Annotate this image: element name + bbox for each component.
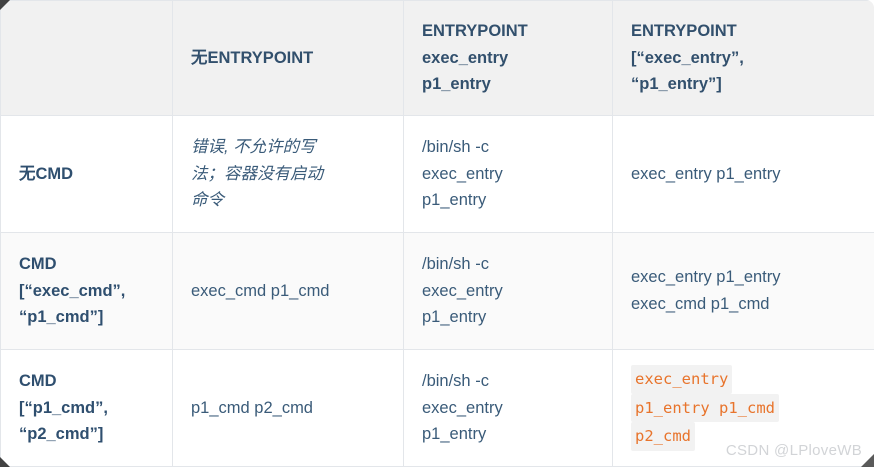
cell-line: /bin/sh -c bbox=[422, 371, 489, 390]
cell-line: p1_entry bbox=[422, 308, 487, 327]
cell-text: /bin/sh -c exec_entry p1_entry bbox=[422, 134, 594, 215]
cell-text: 错误, 不允许的写 法；容器没有启动 命令 bbox=[191, 134, 385, 215]
row-header-line: CMD bbox=[19, 371, 57, 390]
row-header-exec-cmd: CMD [“exec_cmd”, “p1_cmd”] bbox=[0, 232, 173, 350]
code-line-wrap: exec_entry bbox=[631, 365, 856, 394]
cell-line: exec_entry bbox=[422, 281, 503, 300]
header-row: 无ENTRYPOINT ENTRYPOINT exec_entry p1_ent… bbox=[0, 0, 874, 116]
table-row: 无CMD 错误, 不允许的写 法；容器没有启动 命令 /bin/sh -c ex… bbox=[0, 115, 874, 233]
cell-text: /bin/sh -c exec_entry p1_entry bbox=[422, 368, 594, 449]
code-line: p1_entry p1_cmd bbox=[631, 393, 779, 423]
cell-exec-cmd-shell-entrypoint: /bin/sh -c exec_entry p1_entry bbox=[403, 232, 613, 350]
cell-line: /bin/sh -c bbox=[422, 137, 489, 156]
cell-line: exec_cmd p1_cmd bbox=[191, 281, 330, 300]
cell-line: exec_cmd p1_cmd bbox=[631, 295, 770, 313]
header-line: exec_entry bbox=[422, 48, 509, 67]
cell-text: /bin/sh -c exec_entry p1_entry bbox=[422, 251, 594, 332]
cell-no-cmd-exec-entrypoint: exec_entry p1_entry bbox=[612, 115, 874, 233]
header-cell-no-entrypoint: 无ENTRYPOINT bbox=[172, 0, 404, 116]
code-line-wrap: p1_entry p1_cmd bbox=[631, 393, 856, 423]
cell-line: 法；容器没有启动 bbox=[191, 164, 323, 183]
cell-exec-cmd-no-entrypoint: exec_cmd p1_cmd bbox=[172, 232, 404, 350]
row-header-line: “p1_cmd”] bbox=[19, 308, 104, 327]
cell-line: 错误, 不允许的写 bbox=[191, 137, 316, 156]
cell-text: p1_cmd p2_cmd bbox=[191, 395, 385, 422]
header-cell-corner bbox=[0, 0, 173, 116]
cell-line: exec_entry p1_entry bbox=[631, 164, 781, 183]
cell-line: exec_entry bbox=[422, 398, 503, 417]
header-line: p1_entry bbox=[422, 75, 491, 94]
table-header: 无ENTRYPOINT ENTRYPOINT exec_entry p1_ent… bbox=[0, 0, 874, 116]
cell-line: p1_cmd p2_cmd bbox=[191, 398, 313, 417]
header-line: 无ENTRYPOINT bbox=[191, 48, 314, 67]
row-header-line: [“exec_cmd”, bbox=[19, 281, 126, 300]
page-corner-top-left bbox=[0, 0, 10, 10]
header-line: ENTRYPOINT bbox=[422, 21, 528, 40]
cell-p1-cmd-shell-entrypoint: /bin/sh -c exec_entry p1_entry bbox=[403, 349, 613, 467]
row-header-p1-cmd: CMD [“p1_cmd”, “p2_cmd”] bbox=[0, 349, 173, 467]
header-label-shell-entrypoint: ENTRYPOINT exec_entry p1_entry bbox=[422, 18, 594, 98]
cell-exec-cmd-exec-entrypoint: exec_entry p1_entry exec_cmd p1_cmd bbox=[612, 232, 874, 350]
row-header-line: CMD bbox=[19, 254, 57, 273]
cell-line: p1_entry bbox=[422, 425, 487, 444]
header-cell-shell-entrypoint: ENTRYPOINT exec_entry p1_entry bbox=[403, 0, 613, 116]
page-corner-bottom-left bbox=[0, 457, 10, 467]
row-header-line: [“p1_cmd”, bbox=[19, 398, 108, 417]
row-header-line: 无CMD bbox=[19, 164, 74, 183]
row-header-line: “p2_cmd”] bbox=[19, 425, 104, 444]
cell-p1-cmd-no-entrypoint: p1_cmd p2_cmd bbox=[172, 349, 404, 467]
page-corner-fold-bottom-right bbox=[861, 454, 874, 467]
header-line: ENTRYPOINT bbox=[631, 21, 737, 40]
code-line: p2_cmd bbox=[631, 422, 695, 451]
header-label-no-entrypoint: 无ENTRYPOINT bbox=[191, 45, 385, 72]
header-line: [“exec_entry”, bbox=[631, 48, 744, 67]
header-label-exec-entrypoint: ENTRYPOINT [“exec_entry”, “p1_entry”] bbox=[631, 18, 856, 98]
cell-p1-cmd-exec-entrypoint-highlighted: exec_entry p1_entry p1_cmd p2_cmd bbox=[612, 349, 874, 467]
header-cell-exec-entrypoint: ENTRYPOINT [“exec_entry”, “p1_entry”] bbox=[612, 0, 874, 116]
cell-line: /bin/sh -c bbox=[422, 254, 489, 273]
code-line: exec_entry bbox=[631, 365, 733, 394]
table-body: 无CMD 错误, 不允许的写 法；容器没有启动 命令 /bin/sh -c ex… bbox=[0, 115, 874, 467]
row-header-no-cmd: 无CMD bbox=[0, 115, 173, 233]
cell-text: exec_entry p1_entry bbox=[631, 161, 856, 188]
cell-text: exec_entry p1_entry exec_cmd p1_cmd bbox=[631, 264, 856, 318]
table-row: CMD [“p1_cmd”, “p2_cmd”] p1_cmd p2_cmd /… bbox=[0, 349, 874, 467]
cell-line: exec_entry p1_entry bbox=[631, 268, 781, 287]
cell-text: exec_cmd p1_cmd bbox=[191, 278, 385, 305]
cell-no-cmd-shell-entrypoint: /bin/sh -c exec_entry p1_entry bbox=[403, 115, 613, 233]
table-row: CMD [“exec_cmd”, “p1_cmd”] exec_cmd p1_c… bbox=[0, 232, 874, 350]
code-block: exec_entry p1_entry p1_cmd p2_cmd bbox=[631, 365, 856, 451]
header-line: “p1_entry”] bbox=[631, 75, 722, 94]
cell-line: exec_entry bbox=[422, 164, 503, 183]
cell-no-cmd-no-entrypoint: 错误, 不允许的写 法；容器没有启动 命令 bbox=[172, 115, 404, 233]
code-line-wrap: p2_cmd bbox=[631, 422, 856, 451]
cell-line: p1_entry bbox=[422, 191, 487, 210]
cell-line: 命令 bbox=[191, 191, 224, 210]
